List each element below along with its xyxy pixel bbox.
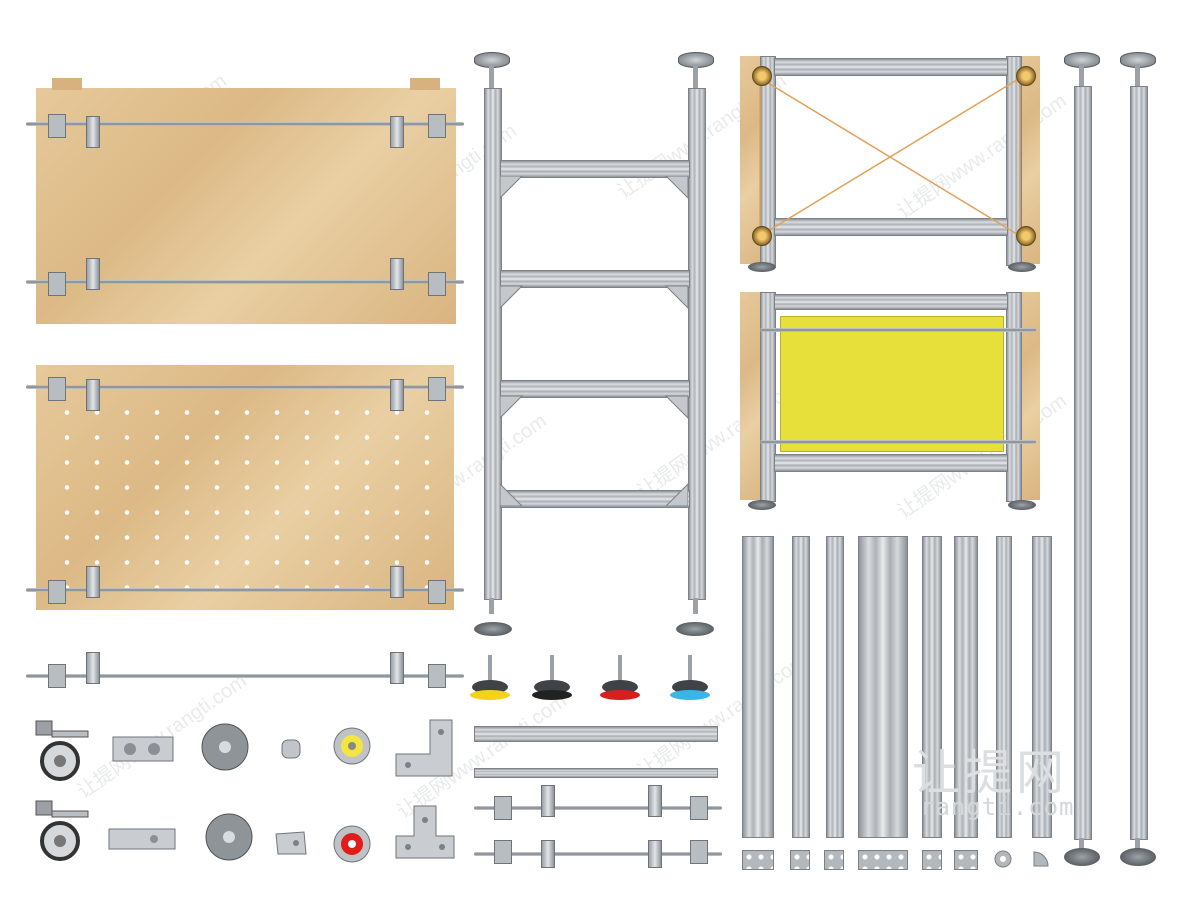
flat-bar [474,768,718,778]
pulley-icon [201,723,249,771]
horizontal-extrusion [774,454,1008,472]
rail-clamp [48,664,66,688]
wood-panel [36,88,456,324]
steel-rail [760,440,1036,444]
rail-bracket [648,840,662,868]
caster-wheel-icon [35,800,89,861]
rail-clamp [428,114,446,138]
rail-bracket [390,379,404,411]
steel-rail [474,852,722,856]
horizontal-extrusion [774,58,1008,76]
rail-clamp [428,664,446,688]
belt-lines [759,77,1021,237]
aluminum-extrusion-icon [858,536,908,838]
aluminum-extrusion-icon [996,536,1012,838]
steel-rail [26,122,464,126]
rail-clamp [48,272,66,296]
extrusion-profile-icon [790,850,810,870]
horizontal-extrusion [500,270,690,288]
watermark-url: rangti.com [920,793,1075,821]
spacer-icon [281,739,301,759]
knob-icon [333,825,371,863]
corner-bracket-icon [395,719,453,777]
leveling-foot-icon [1008,262,1036,272]
rail-clamp [48,580,66,604]
extrusion-profile-icon [994,850,1012,868]
rail-bracket [86,258,100,290]
rail-clamp [494,840,512,864]
peg-holes [52,400,442,600]
aluminum-extrusion-icon [742,536,774,838]
leveling-foot-icon [748,262,776,272]
horizontal-extrusion [500,160,690,178]
leveling-foot-icon [474,622,512,636]
extrusion-profile-icon [954,850,978,870]
extrusion-profile-icon [922,850,942,870]
aluminum-extrusion-icon [922,536,942,838]
aluminum-extrusion-icon [792,536,810,838]
extrusion-profile-icon [742,850,774,870]
mounting-plate-icon [112,736,174,762]
steel-rail [26,588,464,592]
rail-bracket [86,566,100,598]
steel-rail [26,385,464,389]
pulley-icon [752,226,772,246]
rail-bracket [86,652,100,684]
rail-clamp [428,272,446,296]
leveling-foot-icon [1120,848,1156,866]
steel-rail [474,806,722,810]
horizontal-extrusion [774,294,1008,310]
pulley-icon [1016,66,1036,86]
steel-rail [26,280,464,284]
vertical-extrusion [688,88,706,600]
mounting-plate-icon [108,828,176,850]
vertical-extrusion [1006,292,1022,502]
rail-clamp [48,114,66,138]
caster-wheel-icon [35,720,89,781]
extrusion-profile-icon [1033,851,1049,867]
horizontal-extrusion [500,380,690,398]
corner-gussets [500,176,688,506]
rail-clamp [494,796,512,820]
rail-bracket [86,116,100,148]
rail-bracket [648,785,662,817]
leveling-foot-icon [676,622,714,636]
rail-clamp [48,377,66,401]
aluminum-extrusion-icon [826,536,844,838]
rail-bracket [390,258,404,290]
rail-bracket [390,652,404,684]
rail-clamp [690,840,708,864]
yellow-panel [780,316,1004,452]
leveling-foot-icon [1008,500,1036,510]
pulley-icon [1016,226,1036,246]
extrusion-profile-icon [858,850,908,870]
leveling-foot-icon [1064,848,1100,866]
pulley-icon [205,813,253,861]
vertical-extrusion [1074,86,1092,840]
rail-bracket [541,785,555,817]
steel-rail [26,674,464,678]
knob-icon [333,727,371,765]
leveling-foot-icon [470,655,710,700]
leveling-foot-icon [748,500,776,510]
rail-bracket [86,379,100,411]
rail-clamp [428,580,446,604]
pulley-icon [752,66,772,86]
watermark-logo: 让提网 [912,745,1069,801]
rail-bracket [541,840,555,868]
aluminum-extrusion-icon [954,536,978,838]
rail-clamp [428,377,446,401]
angle-block-icon [275,831,307,855]
extrusion-profile-icon [824,850,844,870]
rail-bracket [390,116,404,148]
rail-clamp [690,796,708,820]
rail-bracket [390,566,404,598]
t-bracket-icon [395,805,455,859]
steel-rail [760,328,1036,332]
vertical-extrusion [1130,86,1148,840]
aluminum-extrusion-icon [1032,536,1052,838]
horizontal-extrusion [474,726,718,742]
